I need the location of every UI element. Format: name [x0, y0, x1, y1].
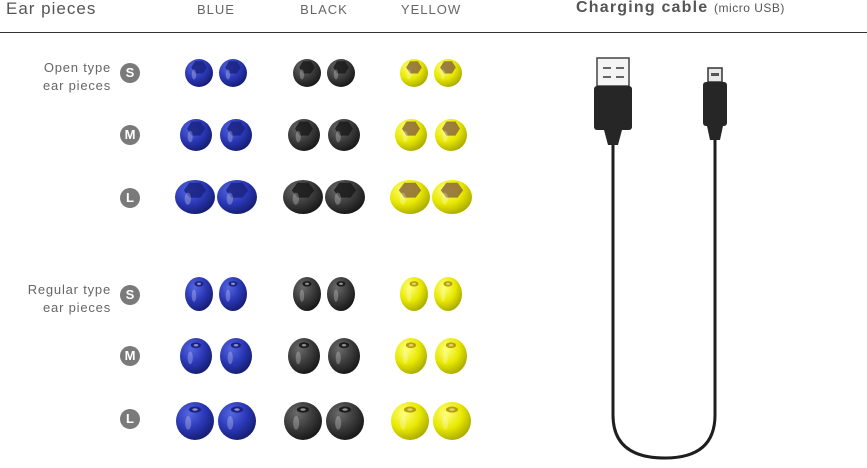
earpiece-open-s-yellow-left [400, 59, 428, 87]
earpiece-open-m-blue-left [180, 119, 212, 151]
earpiece-regular-m-yellow-right [435, 338, 467, 374]
header-divider [0, 32, 867, 33]
earpiece-open-m-yellow-right [435, 119, 467, 151]
earpiece-regular-m-yellow-left [395, 338, 427, 374]
earpiece-open-s-black-left [293, 59, 321, 87]
earpiece-open-m-blue-right [220, 119, 252, 151]
group-label-regular-line1: Regular type [27, 282, 111, 297]
earpiece-regular-m-black-left [288, 338, 320, 374]
cable-wire [611, 140, 717, 460]
earpiece-open-m-black-right [328, 119, 360, 151]
earpiece-regular-m-blue-right [220, 338, 252, 374]
earpiece-regular-s-yellow-left [400, 277, 428, 311]
ear-pieces-title: Ear pieces [6, 0, 97, 18]
earpiece-regular-m-blue-left [180, 338, 212, 374]
earpiece-open-s-blue-left [185, 59, 213, 87]
group-label-regular: Regular type ear pieces [0, 281, 111, 317]
earpiece-open-s-yellow-right [434, 59, 462, 87]
charging-cable-subtitle: (micro USB) [714, 1, 785, 15]
earpiece-open-m-yellow-left [395, 119, 427, 151]
earpieces-grid [175, 59, 472, 440]
charging-cable-title: Charging cable (micro USB) [576, 0, 785, 17]
earpiece-open-l-blue-left [175, 180, 215, 214]
size-badge-regular-s: S [120, 285, 140, 305]
size-badge-open-s: S [120, 63, 140, 83]
column-header-black: BLACK [300, 2, 348, 17]
earpiece-open-l-black-right [325, 180, 365, 214]
earpiece-regular-l-blue-left [176, 402, 214, 440]
earpiece-regular-s-blue-left [185, 277, 213, 311]
group-label-open-line2: ear pieces [43, 78, 111, 93]
group-label-open-line1: Open type [43, 60, 111, 75]
usb-a-connector-icon [594, 57, 632, 145]
micro-usb-connector-icon [703, 67, 727, 140]
earpiece-regular-m-black-right [328, 338, 360, 374]
earpiece-regular-l-blue-right [218, 402, 256, 440]
earpiece-regular-l-black-left [284, 402, 322, 440]
earpiece-regular-l-black-right [326, 402, 364, 440]
size-badge-open-m: M [120, 125, 140, 145]
earpiece-open-s-blue-right [219, 59, 247, 87]
earpiece-regular-s-yellow-right [434, 277, 462, 311]
group-label-regular-line2: ear pieces [43, 300, 111, 315]
earpiece-open-l-black-left [283, 180, 323, 214]
earpiece-open-s-black-right [327, 59, 355, 87]
size-badge-open-l: L [120, 188, 140, 208]
earpiece-regular-s-blue-right [219, 277, 247, 311]
earpiece-open-l-blue-right [217, 180, 257, 214]
earpiece-regular-s-black-right [327, 277, 355, 311]
column-header-blue: BLUE [197, 2, 235, 17]
charging-cable-title-text: Charging cable [576, 0, 709, 16]
earpiece-regular-l-yellow-left [391, 402, 429, 440]
column-header-yellow: YELLOW [400, 2, 462, 17]
group-label-open: Open type ear pieces [0, 59, 111, 95]
earpiece-open-l-yellow-left [390, 180, 430, 214]
earpiece-open-m-black-left [288, 119, 320, 151]
earpiece-regular-l-yellow-right [433, 402, 471, 440]
earpiece-regular-s-black-left [293, 277, 321, 311]
size-badge-regular-l: L [120, 409, 140, 429]
earpiece-open-l-yellow-right [432, 180, 472, 214]
size-badge-regular-m: M [120, 346, 140, 366]
